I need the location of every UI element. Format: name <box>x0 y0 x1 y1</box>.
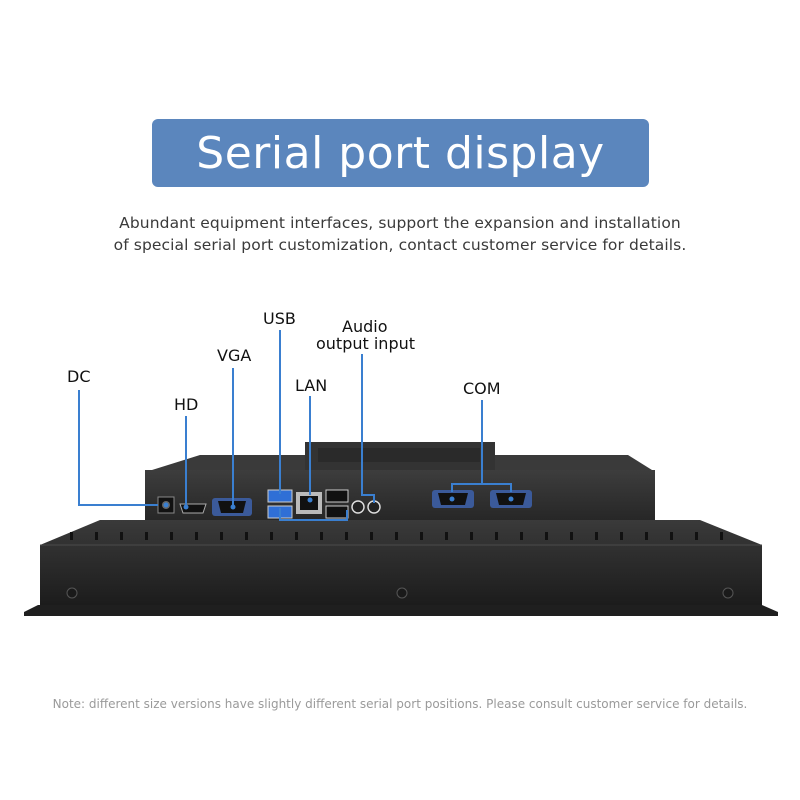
page-title: Serial port display <box>196 127 605 179</box>
usb-port-icon <box>325 489 349 519</box>
com-label: COM <box>463 379 501 398</box>
title-banner: Serial port display <box>152 119 649 187</box>
audio-label-line-2: output input <box>316 334 416 353</box>
description-line-2: of special serial port customization, co… <box>113 236 687 254</box>
audio-label-line-1: Audio <box>342 317 388 336</box>
screw-icon <box>722 587 734 599</box>
lan-port-icon <box>296 492 322 514</box>
vent-slots <box>70 532 723 540</box>
usb-port-icon <box>267 489 293 519</box>
footnote: Note: different size versions have sligh… <box>52 697 748 711</box>
audio-callout-line <box>361 354 375 503</box>
lan-label: LAN <box>295 376 328 395</box>
usb-label: USB <box>263 309 296 328</box>
dc-callout-line <box>78 390 158 506</box>
front-panel <box>40 520 762 605</box>
description-line-1: Abundant equipment interfaces, support t… <box>119 214 681 232</box>
com-callout-line <box>451 400 483 492</box>
screw-icon <box>396 587 408 599</box>
dc-label: DC <box>67 367 91 386</box>
hd-label: HD <box>174 395 199 414</box>
vga-label: VGA <box>217 346 252 365</box>
callout-lines <box>78 330 512 521</box>
hdmi-port-icon <box>179 503 207 514</box>
bezel-edge <box>24 605 778 616</box>
screw-icon <box>66 587 78 599</box>
